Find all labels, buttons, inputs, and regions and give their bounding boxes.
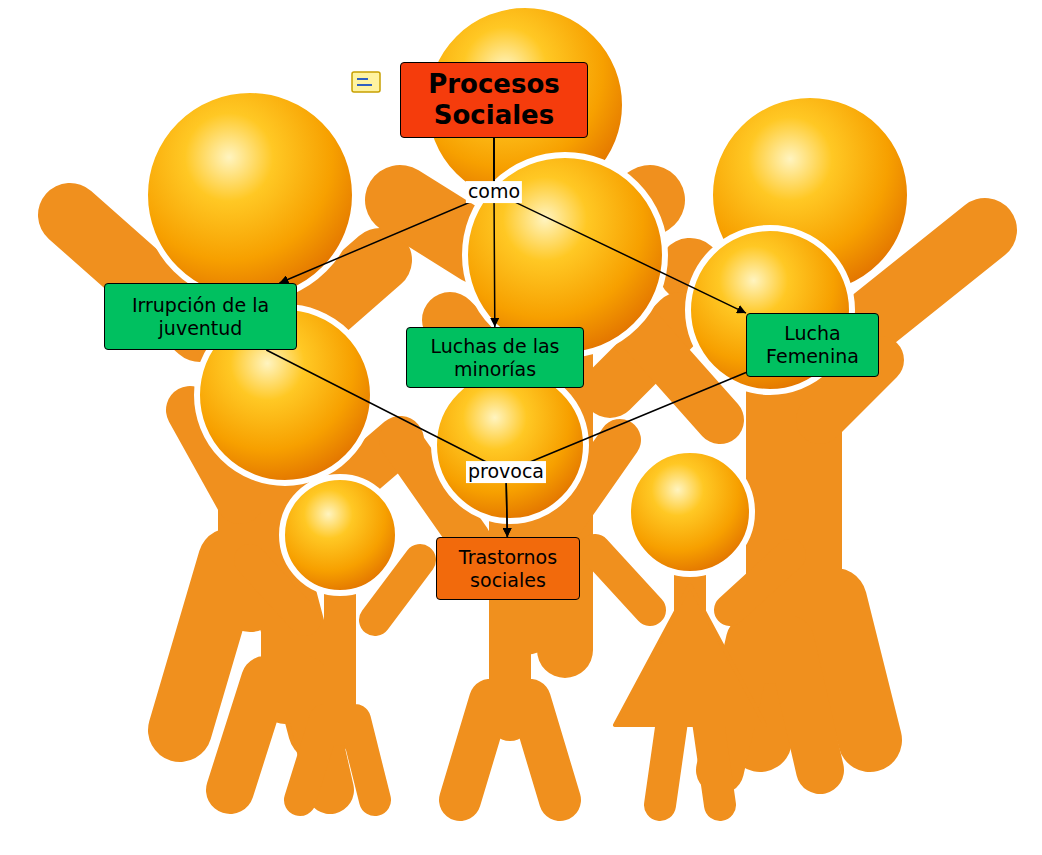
arrow-connector xyxy=(506,373,746,537)
node-label: Lucha Femenina xyxy=(753,322,872,368)
concept-box: Luchas de las minorías xyxy=(406,327,584,388)
link-phrase: como xyxy=(466,181,522,203)
result-box: Trastornos sociales xyxy=(436,537,580,600)
arrow-connector xyxy=(279,138,494,283)
note-icon xyxy=(352,72,380,92)
arrow-connector xyxy=(494,138,746,313)
node-label: Procesos Sociales xyxy=(407,69,581,131)
concept-box: Lucha Femenina xyxy=(746,313,879,377)
figure-dress xyxy=(615,585,765,725)
concept-box: Irrupción de la juventud xyxy=(104,283,297,350)
link-phrase: provoca xyxy=(466,461,546,483)
node-label: Trastornos sociales xyxy=(443,546,573,592)
node-label: Irrupción de la juventud xyxy=(111,294,290,340)
root-concept-box: Procesos Sociales xyxy=(400,62,588,138)
node-label: Luchas de las minorías xyxy=(413,335,577,381)
